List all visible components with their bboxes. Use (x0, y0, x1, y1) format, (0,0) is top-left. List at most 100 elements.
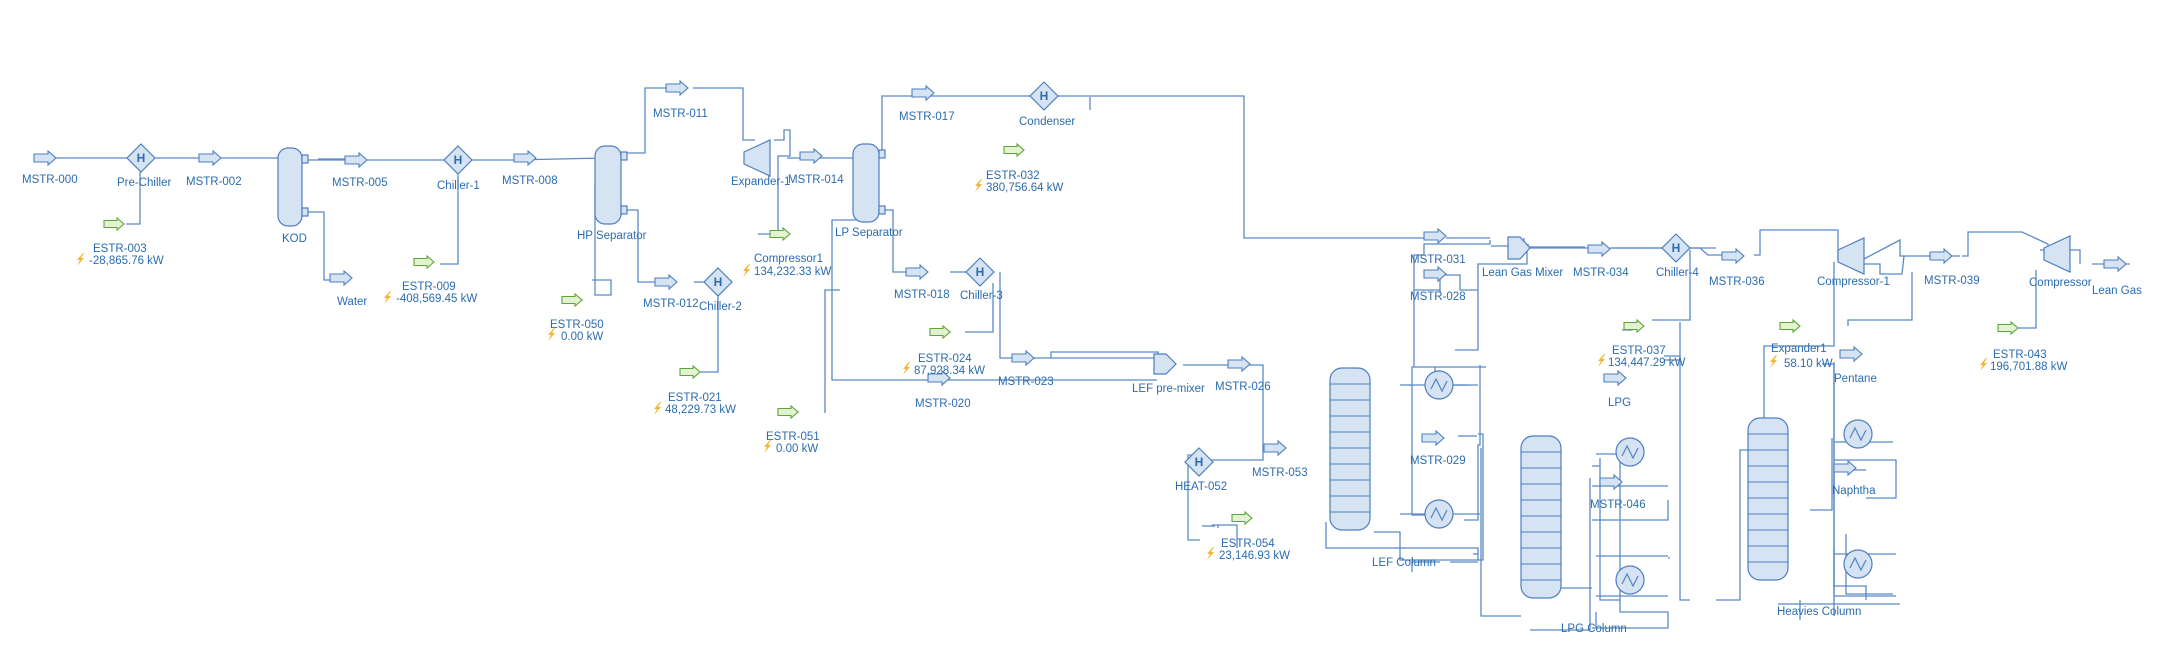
stream-arrow-icon[interactable] (911, 85, 935, 101)
chiller-2-heater[interactable]: H (703, 267, 733, 297)
unit-label[interactable]: KOD (282, 233, 307, 245)
stream-arrow-icon[interactable] (329, 270, 353, 286)
stream-arrow-icon[interactable] (2103, 256, 2127, 272)
compressor-1[interactable] (1837, 237, 1865, 275)
stream-arrow-icon[interactable] (1263, 440, 1287, 456)
heavies-column[interactable] (1747, 417, 1789, 581)
stream-arrow-icon[interactable] (344, 152, 368, 168)
energy-stream-name[interactable]: ESTR-043 (1993, 349, 2047, 361)
stream-label[interactable]: MSTR-023 (998, 376, 1054, 388)
energy-stream-icon[interactable] (679, 365, 701, 379)
hp-separator-vessel[interactable] (594, 145, 628, 225)
stream-arrow-icon[interactable] (1423, 228, 1447, 244)
stream-label[interactable]: MSTR-005 (332, 177, 388, 189)
unit-label[interactable]: LEF pre-mixer (1132, 383, 1205, 395)
lef-condenser-exchanger[interactable] (1424, 370, 1454, 400)
lef-premixer[interactable] (1153, 353, 1177, 375)
condenser-heater[interactable]: H (1029, 81, 1059, 111)
energy-stream-icon[interactable] (769, 227, 791, 241)
energy-stream-name[interactable]: ESTR-032 (986, 170, 1040, 182)
stream-label[interactable]: MSTR-053 (1252, 467, 1308, 479)
heavies-reboiler-exchanger[interactable] (1843, 549, 1873, 579)
unit-label[interactable]: LEF Column (1372, 557, 1436, 569)
energy-stream-name[interactable]: ESTR-024 (918, 353, 972, 365)
energy-stream-name[interactable]: ESTR-037 (1612, 345, 1666, 357)
expander-1[interactable] (743, 139, 771, 177)
unit-label[interactable]: Condenser (1019, 116, 1075, 128)
stream-arrow-icon[interactable] (1603, 370, 1627, 386)
unit-label[interactable]: Expander-1 (731, 176, 790, 188)
stream-arrow-icon[interactable] (1587, 241, 1611, 257)
unit-label[interactable]: Compressor-1 (1817, 276, 1890, 288)
stream-label[interactable]: LPG (1608, 397, 1631, 409)
energy-stream-icon[interactable] (1779, 319, 1801, 333)
energy-stream-name[interactable]: ESTR-054 (1221, 538, 1275, 550)
unit-label[interactable]: LP Separator (835, 227, 903, 239)
unit-label[interactable]: HP Separator (577, 230, 647, 242)
energy-stream-icon[interactable] (777, 405, 799, 419)
stream-label[interactable]: MSTR-018 (894, 289, 950, 301)
unit-label[interactable]: Chiller-3 (960, 290, 1003, 302)
stream-arrow-icon[interactable] (654, 274, 678, 290)
energy-stream-name[interactable]: ESTR-003 (93, 243, 147, 255)
stream-arrow-icon[interactable] (1929, 248, 1953, 264)
stream-label[interactable]: MSTR-002 (186, 176, 242, 188)
stream-label[interactable]: MSTR-031 (1410, 254, 1466, 266)
chiller-3-heater[interactable]: H (965, 257, 995, 287)
unit-label[interactable]: HEAT-052 (1175, 481, 1227, 493)
stream-arrow-icon[interactable] (905, 264, 929, 280)
unit-label[interactable]: Chiller-4 (1656, 267, 1699, 279)
energy-stream-icon[interactable] (1997, 321, 2019, 335)
stream-label[interactable]: MSTR-014 (788, 174, 844, 186)
stream-arrow-icon[interactable] (1599, 474, 1623, 490)
stream-arrow-icon[interactable] (1721, 248, 1745, 264)
stream-arrow-icon[interactable] (799, 148, 823, 164)
heat-052-heater[interactable]: H (1184, 447, 1214, 477)
stream-arrow-icon[interactable] (33, 150, 57, 166)
stream-label[interactable]: MSTR-034 (1573, 267, 1629, 279)
stream-arrow-icon[interactable] (665, 80, 689, 96)
energy-stream-icon[interactable] (413, 255, 435, 269)
lpg-condenser-exchanger[interactable] (1615, 437, 1645, 467)
stream-label[interactable]: MSTR-017 (899, 111, 955, 123)
unit-label[interactable]: Compressor (2029, 277, 2092, 289)
stream-label[interactable]: MSTR-028 (1410, 291, 1466, 303)
chiller-1-heater[interactable]: H (443, 145, 473, 175)
stream-arrow-icon[interactable] (1011, 350, 1035, 366)
stream-arrow-icon[interactable] (1423, 266, 1447, 282)
stream-label[interactable]: MSTR-012 (643, 298, 699, 310)
energy-stream-icon[interactable] (561, 293, 583, 307)
lp-separator-vessel[interactable] (852, 143, 886, 223)
energy-stream-icon[interactable] (929, 325, 951, 339)
unit-label[interactable]: Chiller-1 (437, 180, 480, 192)
unit-label[interactable]: Chiller-2 (699, 301, 742, 313)
stream-label[interactable]: MSTR-036 (1709, 276, 1765, 288)
stream-label[interactable]: MSTR-000 (22, 174, 78, 186)
stream-arrow-icon[interactable] (1833, 460, 1857, 476)
energy-stream-name[interactable]: ESTR-051 (766, 431, 820, 443)
unit-label[interactable]: Pre-Chiller (117, 177, 171, 189)
stream-arrow-icon[interactable] (1839, 346, 1863, 362)
chiller-4-heater[interactable]: H (1661, 233, 1691, 263)
lpg-column[interactable] (1520, 435, 1562, 599)
unit-label[interactable]: LPG Column (1561, 623, 1627, 635)
stream-label[interactable]: MSTR-008 (502, 175, 558, 187)
stream-label[interactable]: MSTR-039 (1924, 275, 1980, 287)
kod-vessel[interactable] (277, 147, 309, 227)
lef-column[interactable] (1329, 367, 1371, 531)
stream-label[interactable]: Naphtha (1832, 485, 1876, 497)
compressor[interactable] (2043, 235, 2071, 273)
energy-stream-icon[interactable] (1003, 143, 1025, 157)
stream-label[interactable]: MSTR-046 (1590, 499, 1646, 511)
energy-stream-icon[interactable] (103, 217, 125, 231)
unit-label[interactable]: Heavies Column (1777, 606, 1861, 618)
unit-label[interactable]: Expander1 (1771, 343, 1827, 355)
lef-reboiler-exchanger[interactable] (1424, 499, 1454, 529)
stream-arrow-icon[interactable] (1421, 430, 1445, 446)
stream-arrow-icon[interactable] (1227, 356, 1251, 372)
lpg-reboiler-exchanger[interactable] (1615, 565, 1645, 595)
stream-label[interactable]: MSTR-011 (653, 108, 708, 120)
stream-label[interactable]: Lean Gas (2092, 285, 2142, 297)
pre-chiller-heater[interactable]: H (126, 143, 156, 173)
stream-label[interactable]: MSTR-026 (1215, 381, 1271, 393)
